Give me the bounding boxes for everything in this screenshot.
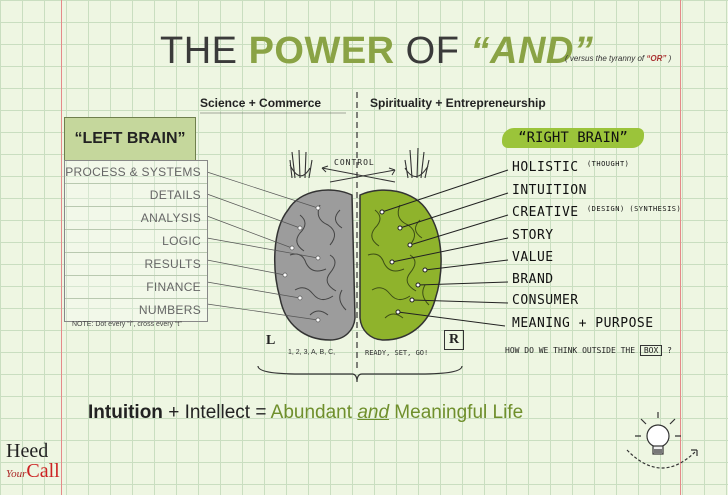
right-brain-item: MEANING + PURPOSE <box>512 316 654 331</box>
title-note-suffix: ) <box>666 54 672 63</box>
box-word: BOX <box>639 345 663 356</box>
left-caption: 1, 2, 3, A, B, C, <box>288 349 336 356</box>
equation-line: Intuition + Intellect = Abundant and Mea… <box>88 402 523 424</box>
left-brain-item: RESULTS <box>65 253 207 276</box>
left-hemisphere <box>274 189 356 341</box>
title-note-prefix: ( versus the tyranny of <box>565 54 647 63</box>
right-letter: R <box>444 330 464 350</box>
brand-your: Your <box>6 468 27 480</box>
left-hand-icon <box>289 149 313 179</box>
left-letter: L <box>266 333 276 348</box>
right-brain-item: STORY <box>512 228 554 243</box>
right-brain-item-label: CONSUMER <box>512 293 579 308</box>
right-brain-item-label: MEANING + PURPOSE <box>512 316 654 331</box>
box-question-prefix: HOW DO WE THINK OUTSIDE THE <box>505 346 640 355</box>
left-brain-item: ANALYSIS <box>65 207 207 230</box>
title-note-or: “OR” <box>646 54 667 63</box>
right-brain-item-label: BRAND <box>512 272 554 287</box>
box-question-suffix: ? <box>662 346 672 355</box>
title-word-power: POWER <box>248 30 395 72</box>
control-label: CONTROL <box>334 158 375 167</box>
bottom-brace <box>257 365 463 383</box>
right-brain-item-label: HOLISTIC <box>512 160 579 175</box>
left-brain-item: DETAILS <box>65 184 207 207</box>
equation-and: and <box>357 402 390 423</box>
left-brain-item: NUMBERS <box>138 303 201 317</box>
title-word-the: THE <box>160 30 249 72</box>
right-brain-item-label: CREATIVE <box>512 205 579 220</box>
brand-heed: Heed <box>6 440 49 462</box>
equation-meaningful-life: Meaningful Life <box>389 402 524 423</box>
equation-intuition: Intuition <box>88 402 163 423</box>
right-hand-icon <box>404 147 430 179</box>
right-brain-item: VALUE <box>512 250 554 265</box>
science-commerce-label: Science + Commerce <box>200 96 322 110</box>
control-arrows <box>321 165 396 183</box>
left-brain-item: FINANCE <box>65 276 207 299</box>
left-brain-note: NOTE: Dot every “i”, cross every “t” <box>72 321 182 328</box>
equation-intellect: + Intellect = <box>162 402 271 423</box>
right-brain-item: BRAND <box>512 272 554 287</box>
right-brain-item-note: (THOUGHT) <box>586 160 630 168</box>
right-brain-item-label: VALUE <box>512 250 554 265</box>
spirituality-label: Spirituality + Entrepreneurship <box>370 96 546 110</box>
left-connector-lines <box>206 171 321 323</box>
light-bulb-icon <box>626 412 698 469</box>
right-brain-item-label: INTUITION <box>512 183 587 198</box>
heed-your-call-logo: Heed YourCall <box>6 441 60 481</box>
right-hemisphere <box>359 189 442 341</box>
brand-call: Call <box>26 460 60 482</box>
right-brain-item: CREATIVE (DESIGN) (SYNTHESIS) <box>512 205 681 220</box>
left-brain-item: LOGIC <box>65 230 207 253</box>
right-brain-item: CONSUMER <box>512 293 579 308</box>
right-caption: READY, SET, GO! <box>365 349 429 357</box>
title-note: ( versus the tyranny of “OR” ) <box>565 54 671 63</box>
right-brain-item: HOLISTIC (THOUGHT) <box>512 160 629 175</box>
equation-abundant: Abundant <box>270 402 358 423</box>
right-brain-item-label: STORY <box>512 228 554 243</box>
right-brain-item: INTUITION <box>512 183 587 198</box>
left-brain-list: PROCESS & SYSTEMS DETAILS ANALYSIS LOGIC… <box>64 160 208 322</box>
left-brain-item: PROCESS & SYSTEMS <box>65 161 207 184</box>
outside-box-question: HOW DO WE THINK OUTSIDE THE BOX ? <box>505 345 672 356</box>
right-brain-title: “RIGHT BRAIN” <box>494 124 652 152</box>
left-brain-title: “LEFT BRAIN” <box>64 117 196 161</box>
title-word-and: “AND” <box>470 30 594 72</box>
page-title: THE POWER OF “AND” <box>160 30 593 73</box>
title-word-of: OF <box>394 30 471 72</box>
right-brain-item-note: (DESIGN) (SYNTHESIS) <box>586 205 682 213</box>
right-connector-lines <box>379 169 509 327</box>
